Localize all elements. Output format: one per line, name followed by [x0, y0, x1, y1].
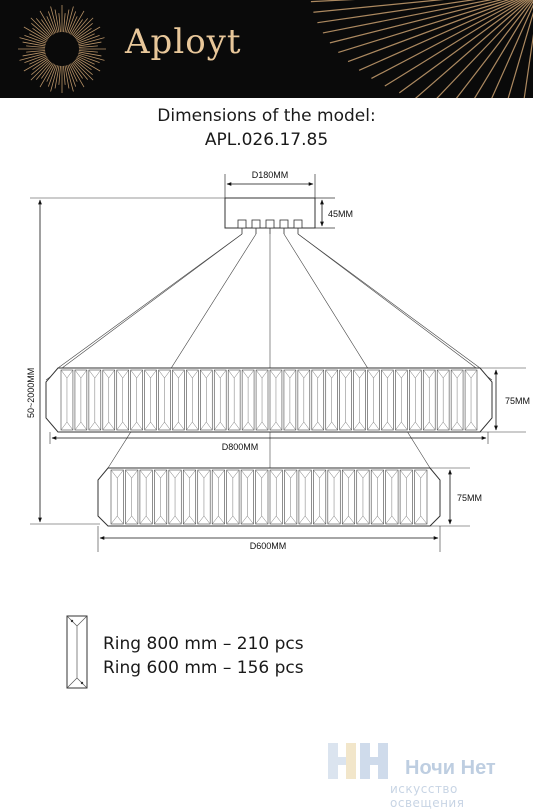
canopy-diameter-dimension: D180MM — [224, 170, 316, 198]
page-title: Dimensions of the model: — [157, 106, 376, 126]
legend-ring-800: Ring 800 mm – 210 pcs — [103, 634, 304, 654]
watermark-name: Ночи Нет — [405, 757, 496, 779]
dimension-drawing: D180MM 45MM 50~2000MM 75MM D800MM — [26, 170, 530, 552]
ring-800-height-dimension: 75MM — [480, 367, 530, 433]
ring-600-height-dimension: 75MM — [430, 467, 482, 527]
suspension-height-label: 50~2000MM — [26, 368, 36, 418]
watermark-tagline: искусство освещения — [390, 782, 465, 810]
crystal-prism-icon — [66, 615, 88, 689]
ring-800 — [45, 367, 493, 433]
canopy-diameter-label: D180MM — [252, 170, 289, 180]
ring-800-height-label: 75MM — [505, 396, 530, 406]
model-number: APL.026.17.85 — [204, 130, 329, 150]
brand-name: Aployt — [125, 22, 242, 62]
sunburst-logo — [18, 0, 533, 98]
suspension-height-dimension: 50~2000MM — [26, 197, 225, 525]
legend-ring-600: Ring 600 mm – 156 pcs — [103, 658, 304, 678]
ring-800-diameter-label: D800MM — [222, 442, 259, 452]
ring-600 — [97, 467, 441, 527]
ring-800-diameter-dimension: D800MM — [49, 432, 489, 452]
watermark-logo-icon — [328, 743, 388, 779]
ring-600-diameter-label: D600MM — [250, 541, 287, 551]
canopy-height-dimension: 45MM — [315, 197, 353, 229]
suspension-cables — [45, 233, 493, 469]
canopy — [224, 197, 316, 234]
ring-600-diameter-dimension: D600MM — [97, 526, 441, 552]
ring-600-height-label: 75MM — [457, 493, 482, 503]
header-banner: Aployt — [0, 0, 533, 98]
canopy-height-label: 45MM — [328, 209, 353, 219]
watermark: Ночи Нет искусство освещения — [320, 730, 530, 810]
